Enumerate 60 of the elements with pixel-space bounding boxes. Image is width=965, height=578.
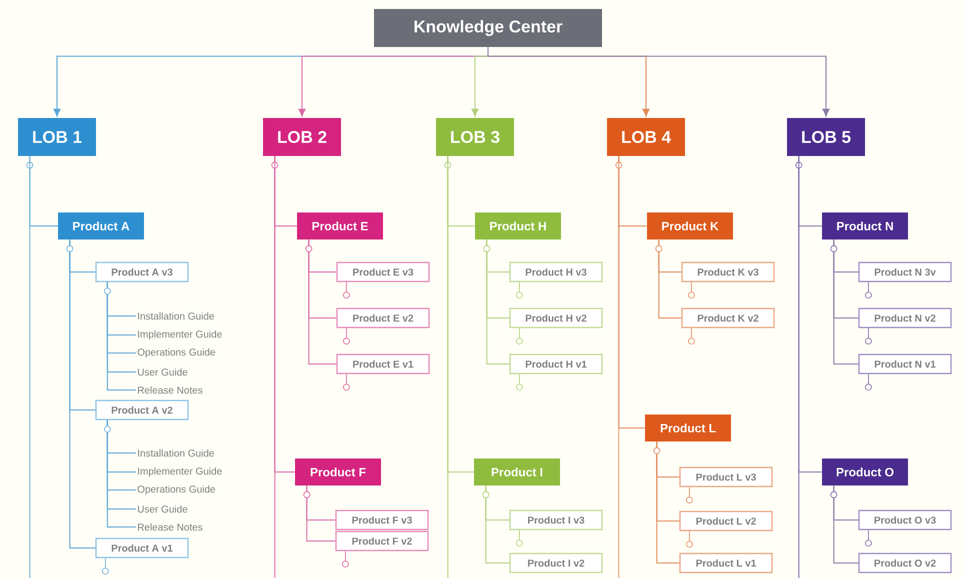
connector bbox=[488, 46, 830, 117]
connector bbox=[485, 485, 510, 564]
version-box: Product I v3 bbox=[509, 510, 603, 530]
version-box: Product I v2 bbox=[509, 552, 603, 574]
product-box: Product H bbox=[475, 212, 561, 240]
version-box: Product E v2 bbox=[336, 308, 430, 328]
category-box: LOB 4 bbox=[607, 118, 685, 156]
document-label: Installation Guide bbox=[138, 312, 214, 320]
version-box: Product L v3 bbox=[679, 466, 773, 488]
connector bbox=[106, 420, 136, 528]
document-label: Release Notes bbox=[138, 523, 202, 531]
document-label: Implementer Guide bbox=[138, 330, 222, 340]
version-box: Product H v2 bbox=[509, 308, 603, 328]
version-box: Product F v3 bbox=[335, 510, 429, 530]
document-label: Installation Guide bbox=[138, 449, 214, 457]
version-box: Product A v2 bbox=[95, 400, 189, 420]
version-box: Product H v3 bbox=[509, 262, 603, 282]
document-label: Release Notes bbox=[138, 386, 202, 394]
product-box: Product O bbox=[822, 458, 908, 486]
connector bbox=[106, 282, 136, 390]
version-box: Product N v1 bbox=[858, 354, 952, 374]
version-box: Product L v1 bbox=[679, 552, 773, 574]
connector bbox=[833, 485, 859, 564]
product-box: Product F bbox=[295, 458, 381, 486]
version-box: Product O v3 bbox=[858, 510, 952, 530]
version-box: Product L v2 bbox=[679, 510, 773, 532]
root-box: Knowledge Center bbox=[374, 9, 602, 47]
document-label: Operations Guide bbox=[138, 348, 216, 358]
version-box: Product E v3 bbox=[336, 262, 430, 282]
product-box: Product L bbox=[645, 414, 731, 442]
version-box: Product O v2 bbox=[858, 552, 952, 574]
product-box: Product N bbox=[822, 212, 908, 240]
version-box: Product F v2 bbox=[335, 530, 429, 552]
connector bbox=[486, 239, 510, 364]
version-box: Product H v1 bbox=[509, 354, 603, 374]
version-box: Product E v1 bbox=[336, 354, 430, 374]
product-box: Product K bbox=[647, 212, 733, 240]
connector bbox=[658, 239, 682, 318]
category-box: LOB 5 bbox=[787, 118, 866, 156]
version-box: Product A v1 bbox=[95, 538, 189, 558]
category-box: LOB 3 bbox=[436, 118, 514, 156]
document-label: Implementer Guide bbox=[138, 467, 222, 477]
connector bbox=[833, 239, 859, 364]
document-label: User Guide bbox=[138, 368, 188, 376]
document-label: Operations Guide bbox=[138, 485, 216, 495]
product-box: Product I bbox=[474, 458, 560, 486]
document-label: User Guide bbox=[138, 505, 188, 513]
category-box: LOB 2 bbox=[263, 118, 341, 156]
connector bbox=[308, 239, 337, 364]
version-box: Product N 3v bbox=[858, 262, 952, 282]
version-box: Product K v3 bbox=[681, 262, 775, 282]
version-box: Product K v2 bbox=[681, 308, 775, 328]
product-box: Product A bbox=[58, 212, 144, 240]
connector bbox=[306, 485, 336, 542]
product-box: Product E bbox=[297, 212, 383, 240]
version-box: Product N v2 bbox=[858, 308, 952, 328]
category-box: LOB 1 bbox=[18, 118, 96, 156]
connector bbox=[69, 239, 96, 548]
version-box: Product A v3 bbox=[95, 262, 189, 282]
connector bbox=[656, 441, 680, 564]
